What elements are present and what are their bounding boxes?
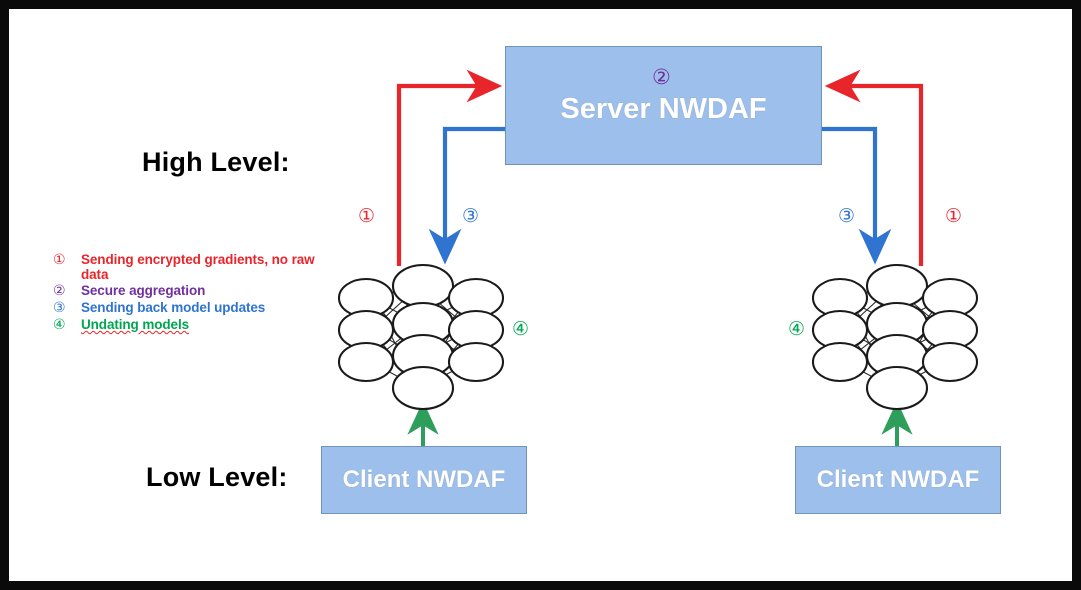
marker-updates-left: ③	[462, 205, 480, 227]
marker-local-update-left: ④	[512, 318, 530, 340]
neural-network-left	[337, 263, 505, 411]
legend-marker-2: ②	[53, 283, 66, 299]
legend-item: ① Sending encrypted gradients, no raw da…	[53, 252, 321, 282]
client-nwdaf-box-right[interactable]: Client NWDAF	[795, 446, 1001, 514]
high-level-label: High Level:	[142, 147, 290, 177]
arrow-updates-left	[428, 126, 505, 265]
legend-text-1: Sending encrypted gradients, no raw data	[81, 252, 315, 282]
legend-text-4: Undating models	[81, 317, 190, 332]
marker-gradients-left: ①	[358, 205, 376, 227]
marker-gradients-right: ①	[945, 205, 963, 227]
legend-marker-1: ①	[53, 252, 66, 268]
server-nwdaf-box[interactable]: Server NWDAF	[505, 46, 822, 165]
low-level-label: Low Level:	[146, 462, 288, 492]
legend-text-2: Secure aggregation	[81, 283, 206, 298]
server-nwdaf-label: Server NWDAF	[560, 93, 767, 125]
marker-secure-aggregation: ②	[652, 65, 671, 89]
arrow-updates-right	[822, 126, 892, 265]
client-nwdaf-box-left[interactable]: Client NWDAF	[321, 446, 527, 514]
legend: ① Sending encrypted gradients, no raw da…	[53, 252, 321, 334]
marker-updates-right: ③	[838, 205, 856, 227]
legend-item: ④ Undating models	[53, 317, 321, 333]
legend-marker-4: ④	[53, 317, 66, 333]
client-nwdaf-label-left: Client NWDAF	[342, 466, 506, 493]
legend-item: ③ Sending back model updates	[53, 300, 321, 316]
marker-local-update-right: ④	[788, 318, 806, 340]
legend-marker-3: ③	[53, 300, 66, 316]
neural-network-right	[811, 263, 979, 411]
legend-text-3: Sending back model updates	[81, 300, 266, 315]
arrow-gradients-right	[824, 69, 924, 266]
legend-item: ② Secure aggregation	[53, 283, 321, 299]
client-nwdaf-label-right: Client NWDAF	[816, 466, 980, 493]
arrow-gradients-left	[396, 69, 503, 266]
